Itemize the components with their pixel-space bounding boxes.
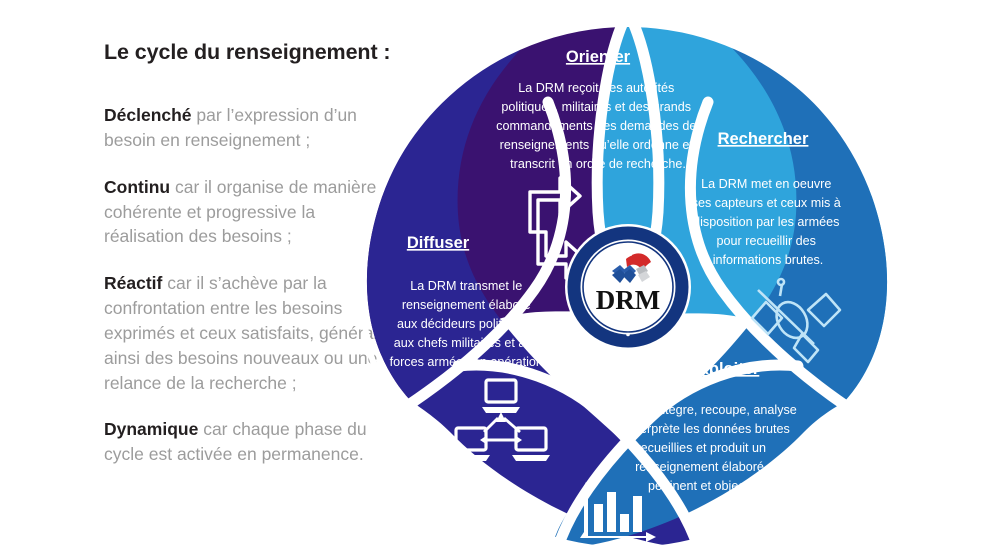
segment-title-exploiter: Exploiter — [689, 360, 760, 378]
left-text-column: Le cycle du renseignement : Déclenché pa… — [104, 40, 394, 489]
bullet-lead: Réactif — [104, 273, 163, 294]
bullet-rest: par l’expression d’un besoin en renseign… — [104, 105, 357, 150]
bullet-item: Déclenché par l’expression d’un besoin e… — [104, 103, 394, 153]
fork-arrows-icon — [528, 176, 588, 280]
page-title: Le cycle du renseignement : — [104, 40, 391, 64]
cycle-outer-ring — [359, 22, 897, 552]
bullet-lead: Déclenché — [104, 105, 192, 125]
drm-emblem-icon — [612, 253, 651, 283]
network-computers-icon — [452, 378, 550, 461]
drm-acronym: DRM — [596, 285, 660, 315]
segment-body-exploiter: La DRM intègre, recoupe, analyse et inte… — [606, 403, 801, 493]
bullet-item: Continu car il organise de manière cohér… — [104, 175, 394, 250]
segment-title-diffuser: Diffuser — [407, 234, 470, 252]
segment-orienter-label-group: Orienter La DRM reçoit des autorités pol… — [496, 48, 700, 171]
bullet-lead: Dynamique — [104, 419, 199, 440]
segment-body-orienter: La DRM reçoit des autorités politiques, … — [496, 81, 700, 171]
bullet-rest: car chaque phase du cycle est activée en… — [104, 419, 367, 465]
bar-chart-icon — [580, 482, 656, 542]
segment-exploiter-label-group: Exploiter La DRM intègre, recoupe, analy… — [606, 360, 801, 493]
segment-body-diffuser: La DRM transmet le renseignement élaboré… — [390, 279, 547, 369]
segment-diffuser-label-group: Diffuser La DRM transmet le renseignemen… — [390, 234, 547, 369]
segment-title-rechercher: Rechercher — [718, 130, 809, 148]
drm-logo: DIRECTION DU RENSEIGNEMENT MILITAIRE DRM — [565, 224, 691, 350]
bullet-item: Dynamique car chaque phase du cycle est … — [104, 417, 394, 467]
segment-diffuser-shape[interactable] — [366, 44, 702, 550]
bullet-rest: car il s’achève par la confrontation ent… — [104, 273, 389, 393]
drm-ring-dot — [626, 332, 630, 337]
segment-exploiter-shape[interactable] — [552, 44, 888, 550]
segment-body-rechercher: La DRM met en oeuvre ses capteurs et ceu… — [692, 177, 845, 267]
intelligence-cycle-diagram: Orienter La DRM reçoit des autorités pol… — [358, 22, 898, 552]
satellite-icon — [750, 277, 842, 364]
bullet-lead: Continu — [104, 176, 171, 197]
bullet-item: Réactif car il s’achève par la confronta… — [104, 271, 394, 395]
segment-rechercher-label-group: Rechercher La DRM met en oeuvre ses capt… — [692, 130, 845, 267]
segment-title-orienter: Orienter — [566, 48, 631, 66]
bullet-rest: car il organise de manière cohérente et … — [104, 176, 377, 247]
